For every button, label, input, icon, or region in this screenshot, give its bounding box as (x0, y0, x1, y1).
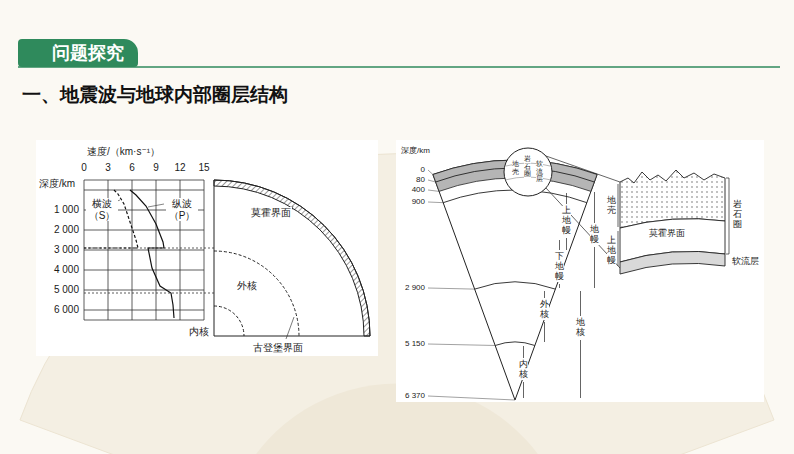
boundary-dash (84, 293, 214, 294)
tab-title: 问题探究 (52, 43, 124, 63)
depth-tick (428, 180, 436, 182)
velocity-grid (84, 180, 204, 320)
depth-tick (428, 288, 475, 289)
chart-label: 横波（S） (86, 198, 118, 221)
depth-tick (428, 202, 443, 204)
depth-tick (428, 396, 515, 400)
layer-label: 软流层 (536, 160, 543, 183)
layer-label: 地壳 (607, 196, 616, 216)
earth-sector (428, 160, 597, 400)
layer-label: 上地幔 (607, 236, 616, 266)
depth-tick (428, 190, 439, 191)
depth-tick (428, 344, 495, 345)
chart-label: 5 000 (53, 284, 80, 296)
grid-line (84, 290, 204, 291)
chart-label: 0 (80, 162, 88, 174)
chart-label: 莫霍界面 (250, 207, 292, 219)
layer-label: 岩石圈 (524, 155, 531, 178)
layer-label: 下地幔 (555, 252, 564, 282)
chart-label: 深度/km (400, 146, 431, 155)
figure-ground (396, 140, 764, 402)
figure-ground (36, 140, 378, 356)
chart-label: 2 000 (53, 224, 80, 236)
leader-line (148, 204, 164, 207)
chart-label: 0 (420, 165, 426, 174)
layer-label: 地幔 (590, 225, 599, 245)
chart-label: 5 150 (404, 339, 426, 348)
chart-label: 外核 (236, 280, 258, 292)
chart-label: 莫霍界面 (648, 228, 686, 238)
chart-label: 9 (152, 162, 160, 174)
chart-label: 速度/（km·s⁻¹） (86, 146, 161, 158)
layer-label: 岩石圈 (733, 200, 742, 230)
layer-label: 内核 (519, 360, 528, 380)
chart-label: 纵波（P） (166, 198, 198, 221)
grid-line (84, 310, 204, 311)
chart-label: 深度/km (38, 178, 76, 190)
layer-boundary (475, 282, 556, 289)
chart-label: 6 (128, 162, 136, 174)
chart-label: 软流层 (731, 256, 760, 266)
chart-label: 2 900 (404, 283, 426, 292)
layer-label: 外核 (540, 300, 549, 320)
chart-label: 3 (104, 162, 112, 174)
chart-label: 3 000 (53, 244, 80, 256)
s-wave-curve (84, 190, 138, 248)
layer-brackets (524, 192, 595, 398)
layer-label: 地核 (576, 318, 585, 338)
grid-line (84, 320, 204, 321)
depth-tick (428, 170, 433, 174)
grid-line (84, 180, 204, 181)
chart-label: 6 000 (53, 304, 80, 316)
chart-label: 900 (411, 197, 426, 206)
chart-label: 6 370 (404, 391, 426, 400)
earth-quarter (214, 180, 370, 339)
grid-line (84, 250, 204, 251)
layer-boundary (495, 342, 535, 345)
grid-line (84, 270, 204, 271)
layer-label: 地壳 (512, 160, 519, 175)
chart-label: 400 (411, 185, 426, 194)
grid-line (84, 230, 204, 231)
layer-label: 上地幔 (562, 206, 571, 236)
slide-heading: 一、地震波与地球内部圈层结构 (22, 82, 288, 108)
chart-label: 12 (173, 162, 186, 174)
zoom-region (618, 170, 729, 274)
chart-label: 4 000 (53, 264, 80, 276)
chart-label: 古登堡界面 (252, 342, 304, 354)
chart-label: 1 000 (53, 204, 80, 216)
section-tab: 问题探究 (18, 39, 138, 67)
chart-label: 15 (197, 162, 210, 174)
magnifier (504, 148, 620, 268)
chart-label: 80 (415, 175, 426, 184)
grid-line (84, 190, 204, 191)
sector-outline (433, 160, 597, 400)
chart-label: 内核 (188, 326, 210, 338)
